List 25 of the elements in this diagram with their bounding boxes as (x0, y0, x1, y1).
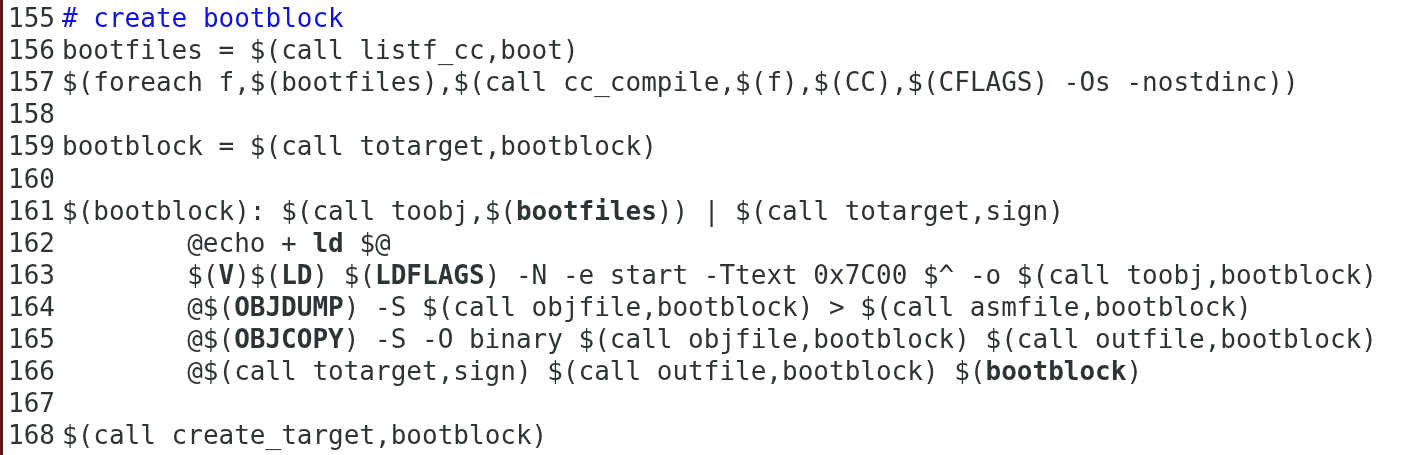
code-line: @$(call totarget,sign) $(call outfile,bootblock) $(bootblock) (187, 355, 1143, 388)
code-line: @$(OBJDUMP) -S $(call objfile,bootblock) > $(call asmfile,bootblock) (187, 290, 1252, 323)
code-line: @$(OBJCOPY) -S -O binary $(call objfile,bootblock) $(call outfile,bootblock) (187, 323, 1377, 355)
line-number: 160 (8, 162, 55, 195)
line-number: 164 (8, 290, 55, 323)
line-number: 161 (8, 194, 55, 227)
line-number: 156 (8, 34, 55, 67)
line-number: 157 (8, 66, 55, 99)
code-comment: # create bootblock (62, 2, 344, 34)
line-number: 158 (8, 98, 55, 131)
code-line: $(bootblock): $(call toobj,$(bootfiles)) | $(call totarget,sign) (62, 194, 1064, 227)
code-line: $(V)$(LD) $(LDFLAGS) -N -e start -Ttext 0x7C00 $^ -o $(call toobj,bootblock) (187, 258, 1377, 291)
line-number: 167 (8, 387, 55, 420)
code-line: $(call create_target,bootblock) (62, 419, 548, 452)
code-line: @echo + ld $@ (187, 226, 391, 259)
line-number: 159 (8, 130, 55, 163)
code-line: $(foreach f,$(bootfiles),$(call cc_compile,$(f),$(CC),$(CFLAGS) -Os -nostdinc)) (62, 66, 1299, 99)
line-number: 165 (8, 323, 55, 355)
line-number: 155 (8, 2, 55, 34)
line-number: 163 (8, 258, 55, 291)
code-line: bootblock = $(call totarget,bootblock) (62, 130, 657, 163)
line-number: 162 (8, 226, 55, 259)
code-line: bootfiles = $(call listf_cc,boot) (62, 34, 579, 67)
line-number: 168 (8, 419, 55, 452)
line-number: 166 (8, 355, 55, 388)
